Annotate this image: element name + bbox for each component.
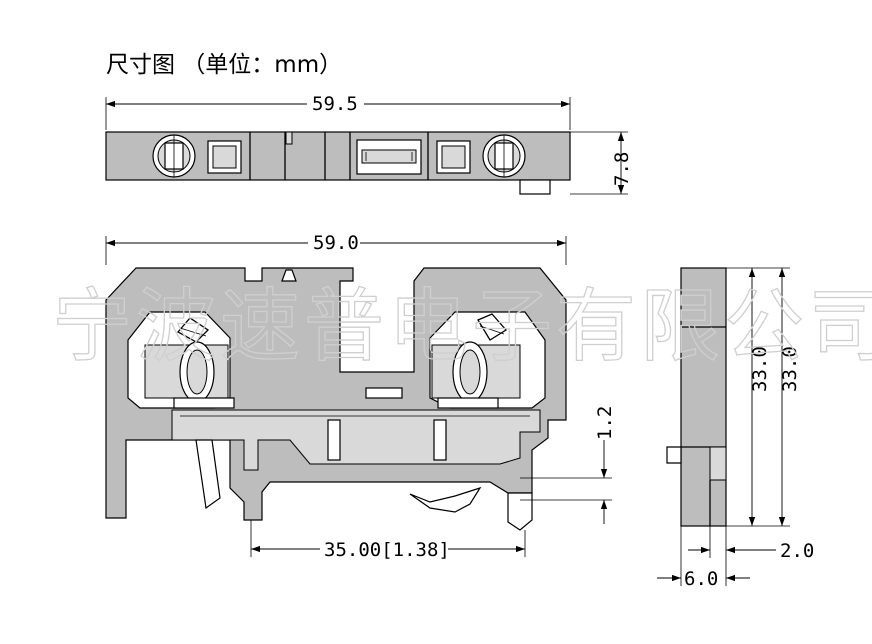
foot-width-label: 6.0 [684, 568, 718, 590]
top-height-label: 7.8 [611, 152, 633, 186]
foot-gap-label: 2.0 [780, 540, 814, 562]
side-view: 33.0 33.0 2.0 6.0 [657, 267, 814, 590]
side-height-b-label: 33.0 [779, 346, 801, 392]
company-watermark: 宁波速普电子有限公司 [52, 280, 872, 373]
rail-offset-label: 1.2 [594, 406, 616, 440]
side-height-a-label: 33.0 [749, 346, 771, 392]
top-width-label: 59.5 [312, 93, 358, 115]
rail-pitch-label: 35.00[1.38] [324, 539, 450, 561]
top-view: 59.5 7.8 [105, 93, 633, 195]
front-view: 59.0 1.2 [105, 232, 616, 561]
front-width-label: 59.0 [313, 232, 359, 254]
drawing-title: 尺寸图 （单位：mm） [106, 52, 342, 78]
